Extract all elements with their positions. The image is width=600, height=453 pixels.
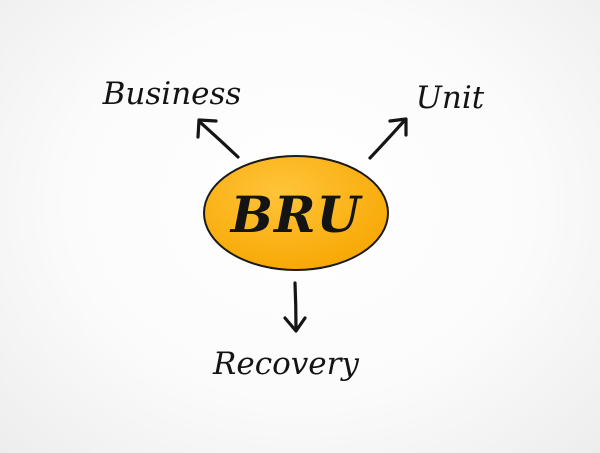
center-ellipse	[203, 155, 389, 271]
arrow-up-left-icon	[196, 118, 240, 159]
branch-business: Business	[102, 76, 242, 159]
arrow-down-icon	[283, 281, 307, 333]
branch-unit: Unit	[368, 80, 485, 160]
branch-label-unit: Unit	[416, 80, 485, 116]
center-node: BRU	[203, 155, 389, 271]
branch-label-business: Business	[102, 76, 242, 112]
branch-recovery: Recovery	[212, 281, 359, 382]
center-label: BRU	[229, 185, 364, 244]
branch-label-recovery: Recovery	[212, 346, 359, 382]
arrow-up-right-icon	[368, 117, 408, 160]
